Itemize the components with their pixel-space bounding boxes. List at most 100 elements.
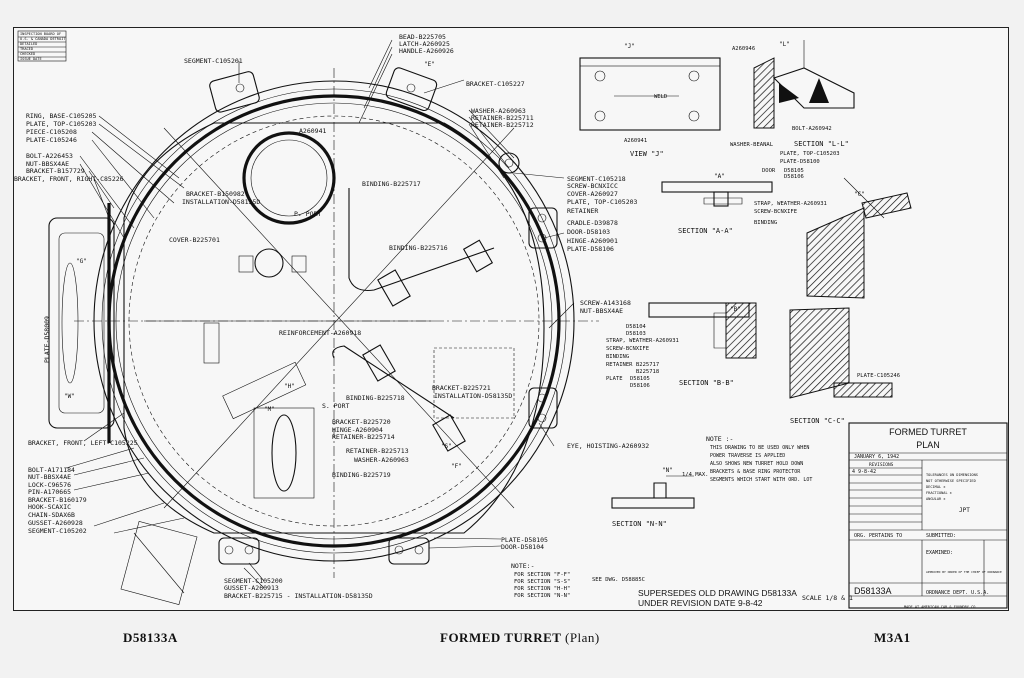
notes-line: POWER TRAVERSE IS APPLIED <box>710 453 785 459</box>
view-letter: "J" <box>624 43 635 50</box>
view-letter: "L" <box>779 41 790 48</box>
section-a-a <box>661 181 773 207</box>
title-block-tolerance: FRACTIONAL ± <box>926 491 953 495</box>
section-note-line: FOR SECTION "N-N" <box>514 593 570 599</box>
title-block-date: JANUARY 6, 1942 <box>854 454 899 460</box>
section-callout: D58103 <box>626 331 646 337</box>
section-callout: B225717 <box>636 362 659 368</box>
leader-lines <box>65 39 575 589</box>
callout-top: RETAINER-B225711 <box>471 114 534 122</box>
callout-right: COVER-A260927 <box>567 190 618 198</box>
callout-left: PLATE, TOP-C105203 <box>26 120 97 128</box>
supersedes-line: SUPERSEDES OLD DRAWING D58133A <box>638 588 797 598</box>
section-callout: SCREW-BCNXIFE <box>754 209 797 215</box>
title-block-approved: APPROVED BY ORDER OF THE CHIEF OF ORDNAN… <box>926 570 1002 574</box>
section-note-line: FOR SECTION "H-H" <box>514 586 570 592</box>
section-label: VIEW "J" <box>630 150 664 158</box>
section-label: SECTION "A-A" <box>678 227 733 235</box>
callout-right: PLATE-D58105 <box>501 536 548 544</box>
title-block-examined: EXAMINED: <box>926 550 953 556</box>
section-callout: D58106 <box>630 383 650 389</box>
callout-left: BRACKET-B160179 <box>28 496 87 504</box>
caption-title-main: FORMED TURRET <box>440 630 562 645</box>
section-callout: 1/4 MAX. <box>682 472 709 478</box>
section-callout: D58105 <box>630 376 650 382</box>
section-callout: WELD <box>654 94 667 100</box>
callout-top: LATCH-A260925 <box>399 40 450 48</box>
notes-line: THIS DRAWING TO BE USED ONLY WHEN <box>710 445 809 451</box>
callout-inner: BINDING-B225716 <box>389 244 448 252</box>
section-callout: D58106 <box>784 174 804 180</box>
callout-left: CHAIN-SDAX6B <box>28 511 75 519</box>
callout-right: PLATE, TOP-C105203 <box>567 198 638 206</box>
title-block-tolerance: DECIMAL ± <box>926 485 946 489</box>
section-callout: PLATE-C105246 <box>857 373 900 379</box>
callout-right: DOOR-D58104 <box>501 543 544 551</box>
callout-inner: WASHER-A260963 <box>354 456 409 464</box>
callout-left: BOLT-A171184 <box>28 466 75 474</box>
supersedes-line: UNDER REVISION DATE 9-8-42 <box>638 598 763 608</box>
title-block-submitted: SUBMITTED: <box>926 533 956 539</box>
callout-right: SCREW-A143168 <box>580 299 631 307</box>
caption-model: M3A1 <box>874 630 911 645</box>
stamp-line: DETAILED <box>20 42 37 46</box>
callout-right: NUT-BBSX4AE <box>580 307 623 315</box>
callout-inner: INSTALLATION-D58135D <box>434 392 512 400</box>
view-letter: "E" <box>424 61 435 68</box>
caption-title: FORMED TURRET (Plan) <box>440 630 600 646</box>
section-c-c <box>789 177 912 399</box>
callout-right: EYE, HOISTING-A260932 <box>567 442 649 450</box>
title-block-title: FORMED TURRET <box>889 427 967 437</box>
section-note-line: FOR SECTION "S-S" <box>514 579 570 585</box>
section-callout: PLATE-D58100 <box>780 159 820 165</box>
section-callout: DOOR <box>762 168 776 174</box>
caption-bar: D58133A FORMED TURRET (Plan) M3A1 <box>0 630 1024 660</box>
callout-left: BRACKET, FRONT, RIGHT-C85226 <box>14 175 124 183</box>
callout-inner: BRACKET-B225721 <box>432 384 491 392</box>
callout-right: DOOR-D58103 <box>567 228 610 236</box>
section-n-n <box>611 475 695 509</box>
callout-top: HANDLE-A260926 <box>399 47 454 55</box>
section-note-title: NOTE:- <box>511 562 534 570</box>
callout-left: BRACKET, FRONT, LEFT-C105225 <box>28 439 138 447</box>
title-block-tolerance: ANGULAR ± <box>926 497 946 501</box>
callout-right: CRADLE-D39878 <box>567 219 618 227</box>
caption-title-sub: (Plan) <box>564 630 600 645</box>
section-b-b <box>648 302 757 359</box>
caption-drawing-number: D58133A <box>123 630 178 645</box>
title-block-dept: ORDNANCE DEPT. U.S.A. <box>926 590 989 596</box>
section-callout: PLATE, TOP-C105203 <box>780 151 840 157</box>
section-callout: BINDING <box>606 354 629 360</box>
section-callout: PLATE <box>606 376 623 382</box>
turret-plan-drawing: INSPECTION BOARD OFU.S. & CANADA DETROIT… <box>14 30 1008 609</box>
stamp-line: U.S. & CANADA DETROIT <box>20 37 66 41</box>
section-callout: D58104 <box>626 324 647 330</box>
view-letter: "W" <box>64 393 75 400</box>
callout-right: RETAINER <box>567 207 598 215</box>
callout-inner: S. PORT <box>322 402 349 410</box>
section-callout: RETAINER <box>606 362 633 368</box>
view-letter: "M" <box>264 406 275 413</box>
notes-line: BRACKETS & BASE RING PROTECTOR <box>710 469 801 475</box>
callout-top: BEAD-B225705 <box>399 33 446 41</box>
section-label: SECTION "C-C" <box>790 417 845 425</box>
callout-inner: BRACKET-B150982 <box>186 190 245 198</box>
callout-right: PLATE-D58106 <box>567 245 614 253</box>
view-letter: "G" <box>76 258 87 265</box>
callout-left: GUSSET-A260928 <box>28 519 83 527</box>
view-letter: "N" <box>662 467 673 474</box>
title-block-drawing-number: D58133A <box>854 586 892 596</box>
title-block <box>848 422 1008 609</box>
callout-left: PLATE-C105246 <box>26 136 77 144</box>
scale-label: SCALE 1/8 & 1 <box>802 594 853 602</box>
ring-brackets <box>209 67 558 565</box>
section-callout: BOLT-A260942 <box>792 126 832 132</box>
view-letter: "A" <box>714 173 725 180</box>
callout-right: SCREW-BCNXICC <box>567 182 618 190</box>
title-block-title: PLAN <box>916 440 940 450</box>
section-label: SECTION "B-B" <box>679 379 734 387</box>
section-callout: STRAP, WEATHER-A260931 <box>606 338 679 344</box>
callout-top: RETAINER-B225712 <box>471 121 534 129</box>
callout-inner: RETAINER-B225713 <box>346 447 409 455</box>
